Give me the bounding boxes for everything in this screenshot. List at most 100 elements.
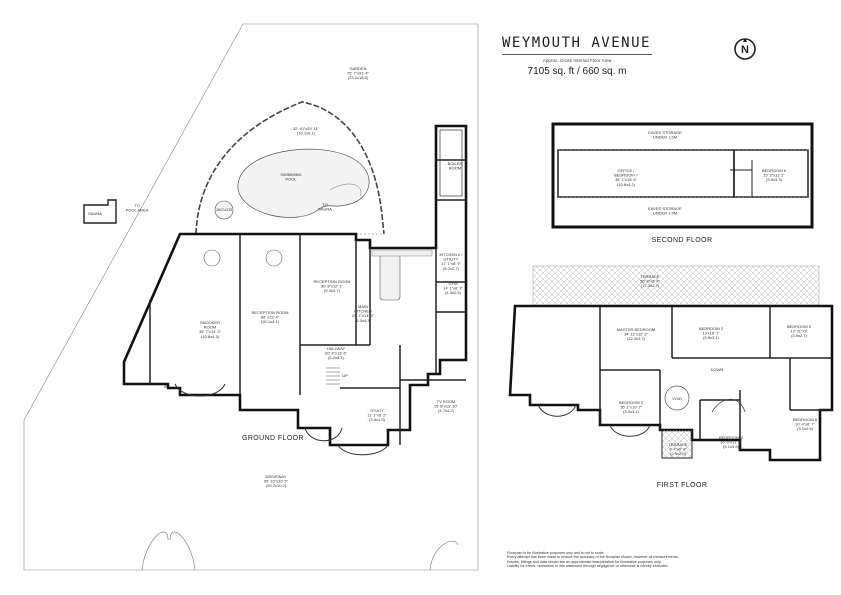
- marker-down: DOWN: [711, 367, 724, 372]
- boiler-room-outline: [439, 129, 463, 197]
- room-label-line: 35' 7"x14' 2": [199, 329, 222, 334]
- disclaimer-line: Floorplan is for illustrative purposes o…: [507, 551, 605, 555]
- room-label-line: BEDROOM 7: [614, 173, 639, 178]
- second-floor-plan: [551, 122, 814, 229]
- room-label-line: 35' 1"x15' 6": [615, 177, 638, 182]
- marker-void: VOID: [672, 396, 682, 401]
- room-label-pool-area: 32' 10"x29' 11"(10.1x9.1): [293, 126, 320, 136]
- room-label-line: 30' 8"x12' 1": [321, 284, 344, 289]
- room-label-line: SWIMMING: [280, 172, 301, 177]
- room-label-line: 13'x10' 1": [702, 331, 720, 336]
- room-label-line: BEDROOM 6: [762, 168, 787, 173]
- room-label-line: BEDROOM 8: [793, 417, 818, 422]
- room-label-line: (5.2x2.7): [443, 266, 459, 271]
- first-floor-label: FIRST FLOOR: [657, 482, 708, 489]
- room-label-line: POOL: [285, 177, 297, 182]
- room-label-line: DRIVEWAY: [266, 474, 287, 479]
- room-label-line: JACUZZI: [216, 207, 232, 212]
- swimming-pool-shape: [237, 148, 370, 218]
- room-label-line: 14' 1"x8' 3": [443, 286, 463, 291]
- room-label-line: 11' 1"x6' 2": [367, 413, 387, 418]
- compass-letter: N: [741, 44, 749, 56]
- room-label-line: TO: [134, 203, 139, 208]
- room-label-line: (2.9x2.0): [670, 451, 686, 456]
- room-label-line: SNOOKER: [200, 320, 220, 325]
- room-label-line: BEDROOM 5: [787, 324, 812, 329]
- marker-in: IN: [164, 384, 168, 389]
- room-label-line: KITCHEN II /: [439, 252, 463, 257]
- terrace-hatched: [532, 265, 820, 307]
- area-subtitle: Approx. Gross Internal Floor Area: [542, 58, 612, 63]
- second-floor-label: SECOND FLOOR: [652, 237, 713, 244]
- room-label-line: TO: [322, 202, 327, 207]
- disclaimer-line: fixtures, fittings and data shown are an…: [507, 559, 662, 564]
- room-label-line: UTILITY: [444, 257, 459, 262]
- room-label-line: (23.1x18.8): [348, 75, 369, 80]
- room-label-line: 15' 8"x13' 10": [434, 404, 459, 409]
- room-label-line: (9.3x3.7): [324, 288, 340, 293]
- room-label-line: (3.4x1.9): [369, 417, 385, 422]
- room-label-line: BEDROOM 2: [699, 326, 724, 331]
- room-label-jacuzzi: JACUZZI: [216, 207, 232, 212]
- room-label-line: (4.7x4.2): [438, 408, 454, 413]
- disclaimer-line: Every attempt has been made to ensure th…: [507, 555, 679, 560]
- plot-boundary: [23, 23, 479, 571]
- ground-floor-label: GROUND FLOOR: [242, 435, 304, 442]
- room-label-line: BOILER: [448, 161, 463, 166]
- room-label-line: BEDROOM 4: [719, 435, 744, 440]
- disclaimer-text: Floorplan is for illustrative purposes o…: [507, 551, 697, 569]
- room-label-line: (3.9x2.7): [791, 333, 807, 338]
- room-label-line: 20' 3"x13' 6": [325, 351, 348, 356]
- room-label-line: EAVES STORAGE: [648, 130, 682, 135]
- room-label-line: 16' 6"x11' 8": [720, 440, 742, 445]
- room-label-line: BEDROOM 3: [619, 400, 644, 405]
- room-label-line: POOL AREA: [126, 208, 149, 213]
- room-label-line: 56' 8"x8' 8": [640, 279, 660, 284]
- room-label-line: (5.1x3.5): [723, 444, 739, 449]
- room-label-line: 95' 10"x32' 5": [264, 479, 289, 484]
- room-label-line: (6.3x4.3): [355, 318, 371, 323]
- room-label-line: RECEPTION ROOM: [252, 310, 289, 315]
- room-label-line: (3.9x3.3): [766, 177, 782, 182]
- room-label-line: (4.3x2.5): [445, 290, 461, 295]
- room-label-line: HALLWAY: [327, 346, 346, 351]
- marker-up: UP: [342, 373, 348, 378]
- room-label-line: SAUNA: [88, 211, 102, 216]
- room-label-line: TERRACE: [668, 442, 687, 447]
- room-label-line: MASTER BEDROOM: [617, 327, 655, 332]
- room-label-line: 34' 11"x12' 2": [624, 332, 648, 337]
- room-label-line: 16' 1"x10' 2": [620, 405, 643, 410]
- room-label-line: (6.2x4.1): [328, 355, 344, 360]
- room-label-line: SAUNA: [318, 207, 332, 212]
- pool-area-outline: [195, 101, 385, 235]
- room-label-line: 20' 7"x14' 3": [352, 313, 375, 318]
- room-label-line: UNDER 1.5M: [653, 135, 677, 140]
- room-label-line: 75' 7"x91' 4": [347, 71, 370, 76]
- room-label-line: KITCHEN: [354, 309, 372, 314]
- room-label-line: 12' 11"x9': [791, 329, 808, 334]
